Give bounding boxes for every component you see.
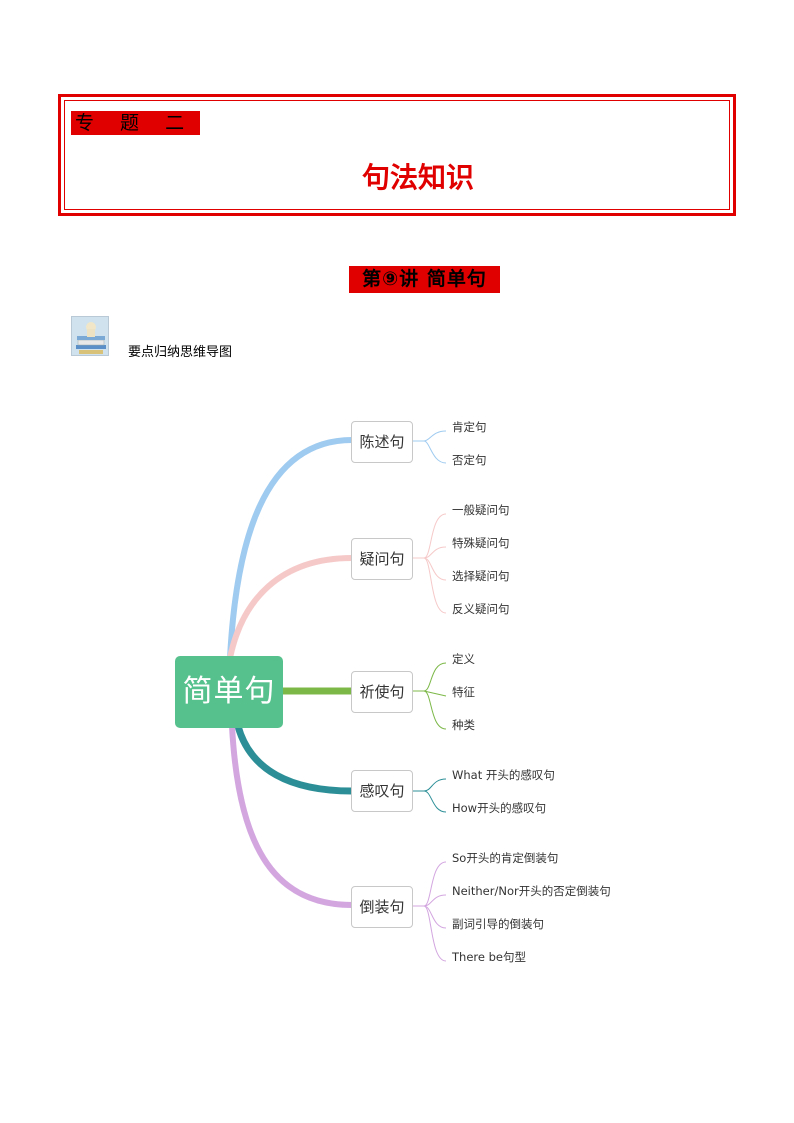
connector-branch-4: [234, 722, 356, 795]
books-icon: [71, 316, 109, 356]
leaf-connectors-4: [413, 778, 447, 813]
leaf-item: 种类: [452, 718, 475, 732]
branch-node-exclamatory: 感叹句: [351, 770, 413, 812]
leaf-item: 一般疑问句: [452, 503, 510, 517]
connector-branch-5: [229, 723, 355, 908]
leaf-item: 否定句: [452, 453, 487, 467]
branch-node-imperative: 祈使句: [351, 671, 413, 713]
leaf-item: 副词引导的倒装句: [452, 917, 544, 931]
leaf-connectors-5: [413, 861, 447, 962]
leaf-item: 肯定句: [452, 420, 487, 434]
leaf-item: 特殊疑问句: [452, 536, 510, 550]
leaf-item: 反义疑问句: [452, 602, 510, 616]
topic-label: 专 题 二: [71, 111, 201, 135]
title-frame-inner: [64, 100, 730, 210]
leaf-item: So开头的肯定倒装句: [452, 851, 559, 865]
connector-branch-2: [227, 555, 355, 661]
leaf-item: 定义: [452, 652, 475, 666]
leaf-item: How开头的感叹句: [452, 801, 547, 815]
mindmap-root: 简单句: [175, 656, 283, 728]
title-frame: [58, 94, 736, 216]
connector-branch-1: [227, 437, 355, 661]
leaf-item: What 开头的感叹句: [452, 768, 555, 782]
branch-node-inverted: 倒装句: [351, 886, 413, 928]
branch-node-interrogative: 疑问句: [351, 538, 413, 580]
branch-node-declarative: 陈述句: [351, 421, 413, 463]
leaf-connectors-1: [413, 430, 447, 464]
leaf-item: 特征: [452, 685, 475, 699]
leaf-item: There be句型: [452, 950, 526, 964]
leaf-connectors-3: [413, 662, 447, 730]
leaf-connectors-2: [413, 513, 447, 614]
lecture-title: 第⑨讲 简单句: [349, 266, 500, 293]
leaf-item: 选择疑问句: [452, 569, 510, 583]
page-title: 句法知识: [361, 161, 474, 194]
section-caption: 要点归纳思维导图: [128, 345, 233, 360]
leaf-item: Neither/Nor开头的否定倒装句: [452, 884, 611, 898]
